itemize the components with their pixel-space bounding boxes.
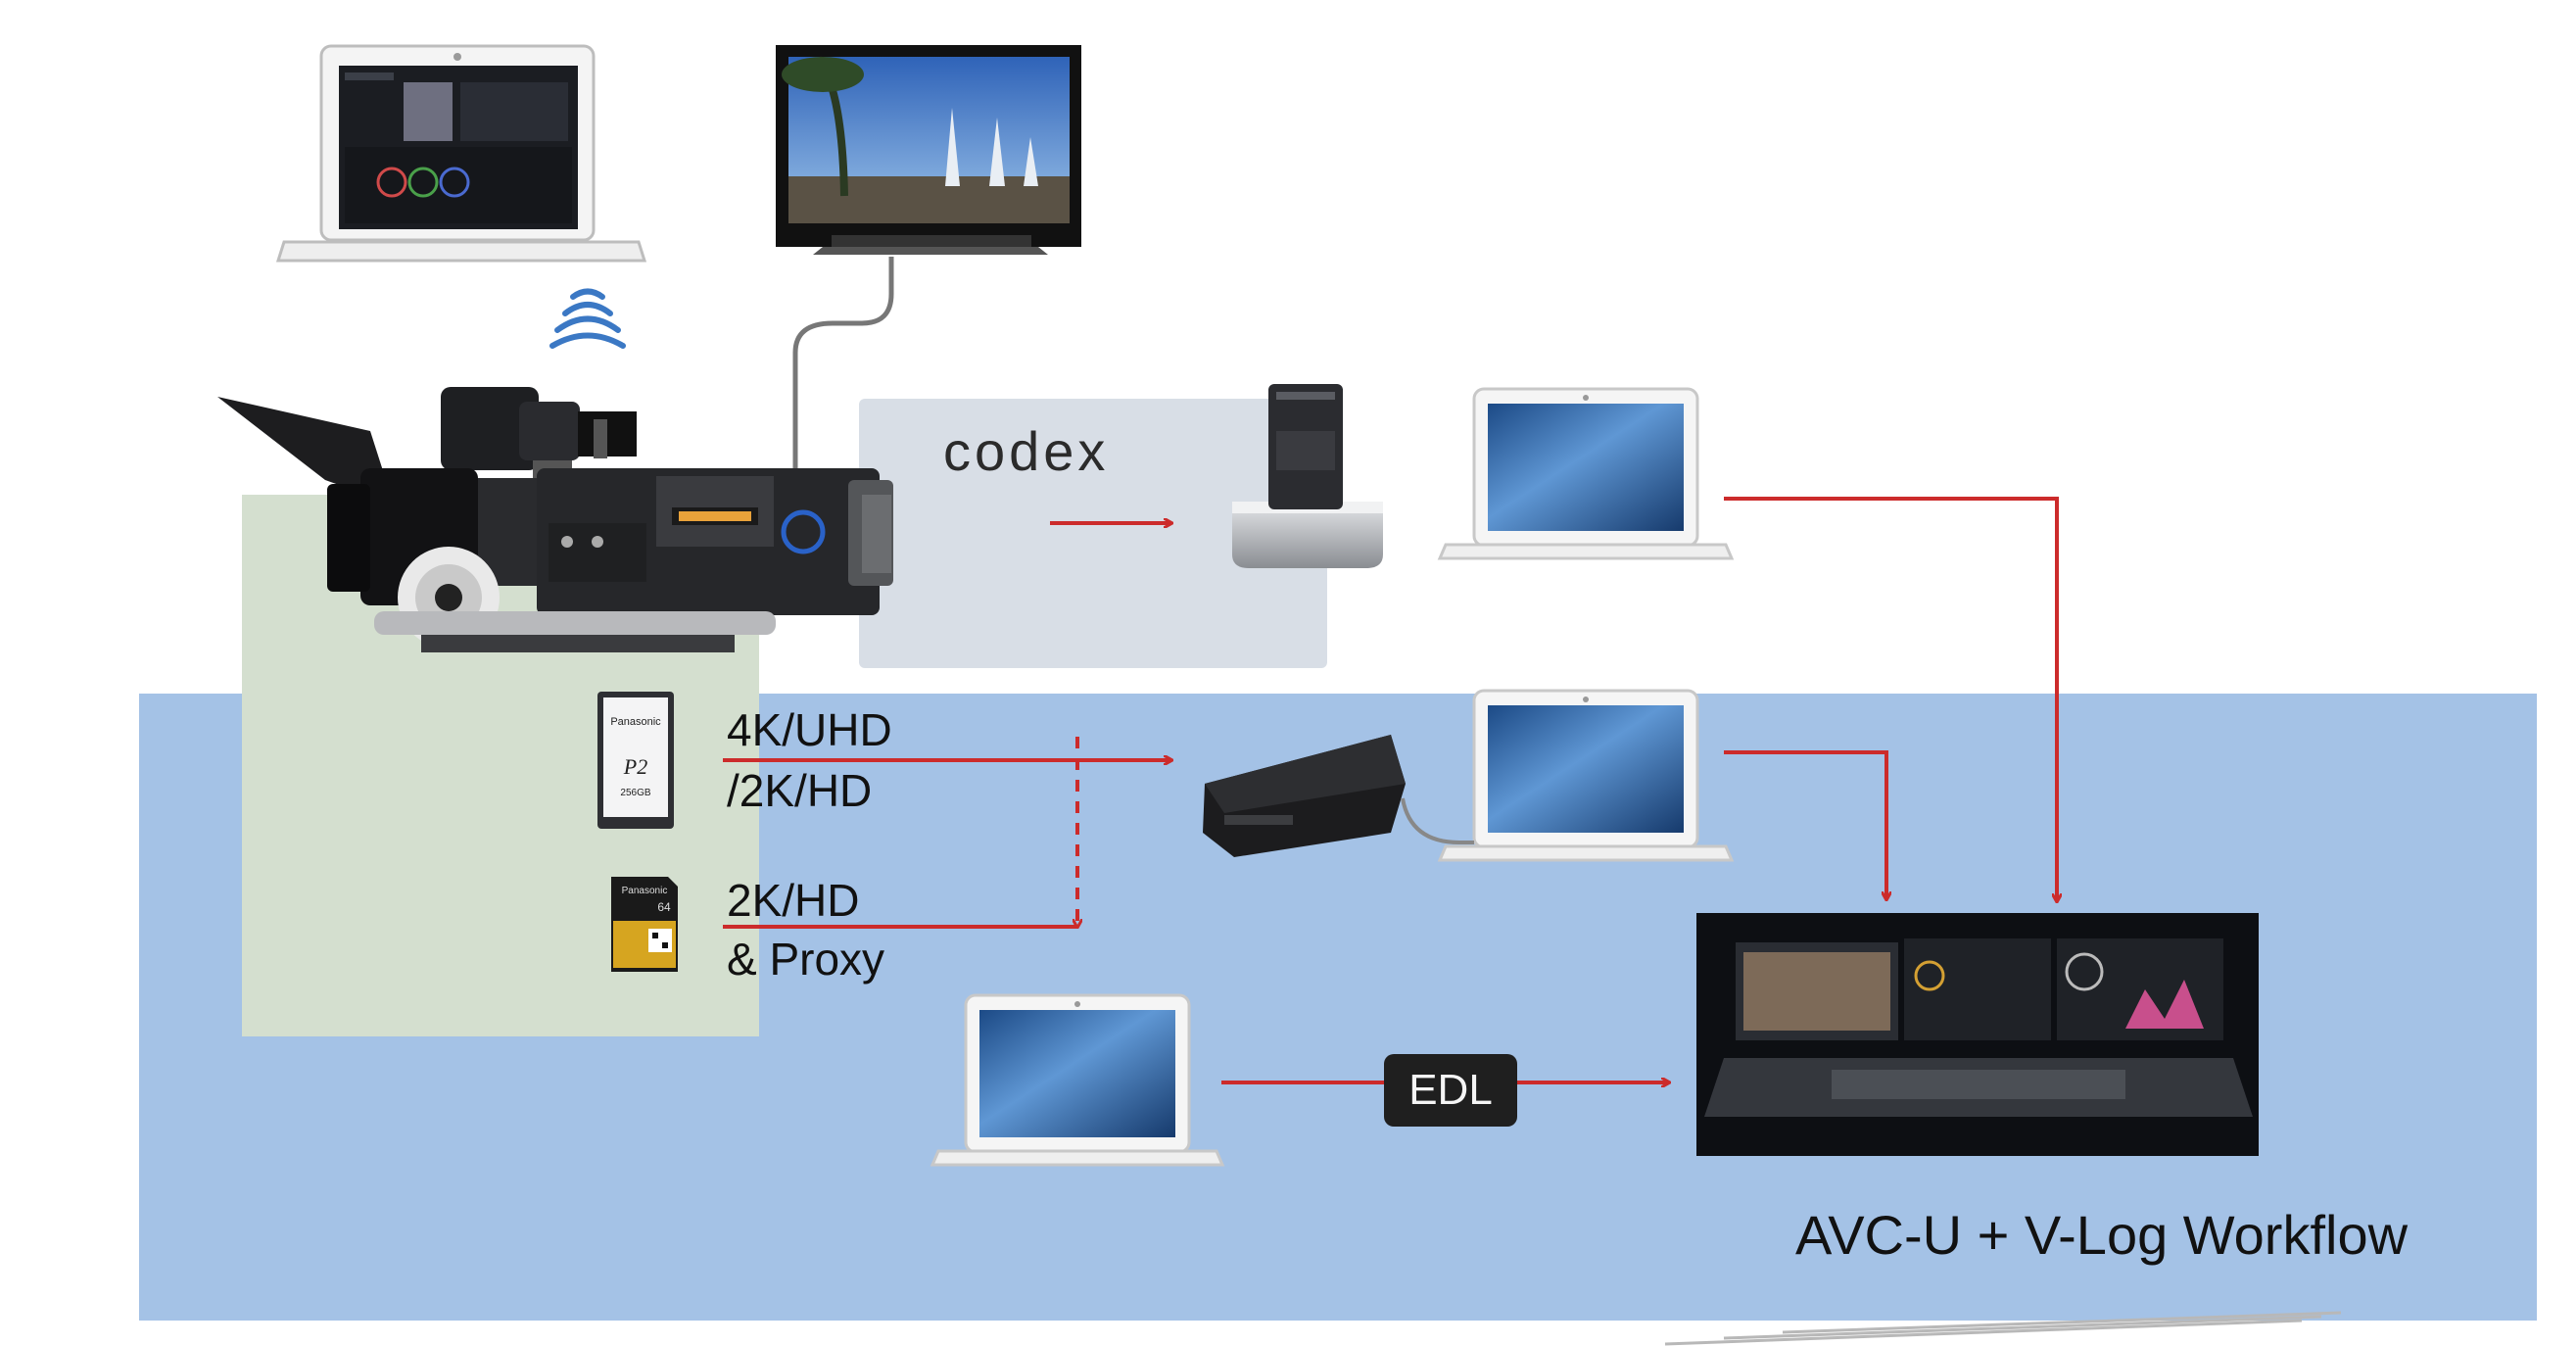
sd-size: 64 — [657, 900, 671, 914]
label-4k-uhd: 4K/UHD — [727, 704, 892, 755]
sd-card-icon: Panasonic 64 — [611, 877, 678, 972]
monitor-icon — [776, 45, 1081, 255]
p2-brand: Panasonic — [610, 716, 661, 728]
codex-logo: codex — [943, 420, 1110, 482]
grading-suite-icon — [1696, 913, 2259, 1156]
label-2k-hd-b: 2K/HD — [727, 875, 860, 926]
workflow-title: AVC-U + V-Log Workflow — [1795, 1204, 2409, 1266]
laptop-icon — [1437, 689, 1735, 862]
edl-badge: EDL — [1384, 1054, 1517, 1127]
svg-text:P2: P2 — [623, 754, 647, 779]
laptop-icon — [275, 44, 647, 263]
laptop-icon — [930, 993, 1225, 1167]
label-2k-hd-a: /2K/HD — [727, 765, 873, 816]
label-proxy: & Proxy — [727, 934, 885, 985]
flow-arrows — [723, 497, 2057, 1082]
codex-dock-icon — [1232, 384, 1383, 568]
p2-size: 256GB — [620, 788, 650, 798]
card-reader-icon — [1203, 735, 1474, 857]
p2-card-icon: Panasonic P2 256GB — [597, 692, 674, 829]
cinema-camera-icon — [217, 387, 893, 652]
swoosh-decoration — [1664, 1311, 2342, 1346]
wifi-icon — [549, 288, 626, 349]
sd-brand: Panasonic — [622, 886, 668, 896]
laptop-icon — [1437, 387, 1735, 560]
monitor-cable — [792, 257, 894, 470]
